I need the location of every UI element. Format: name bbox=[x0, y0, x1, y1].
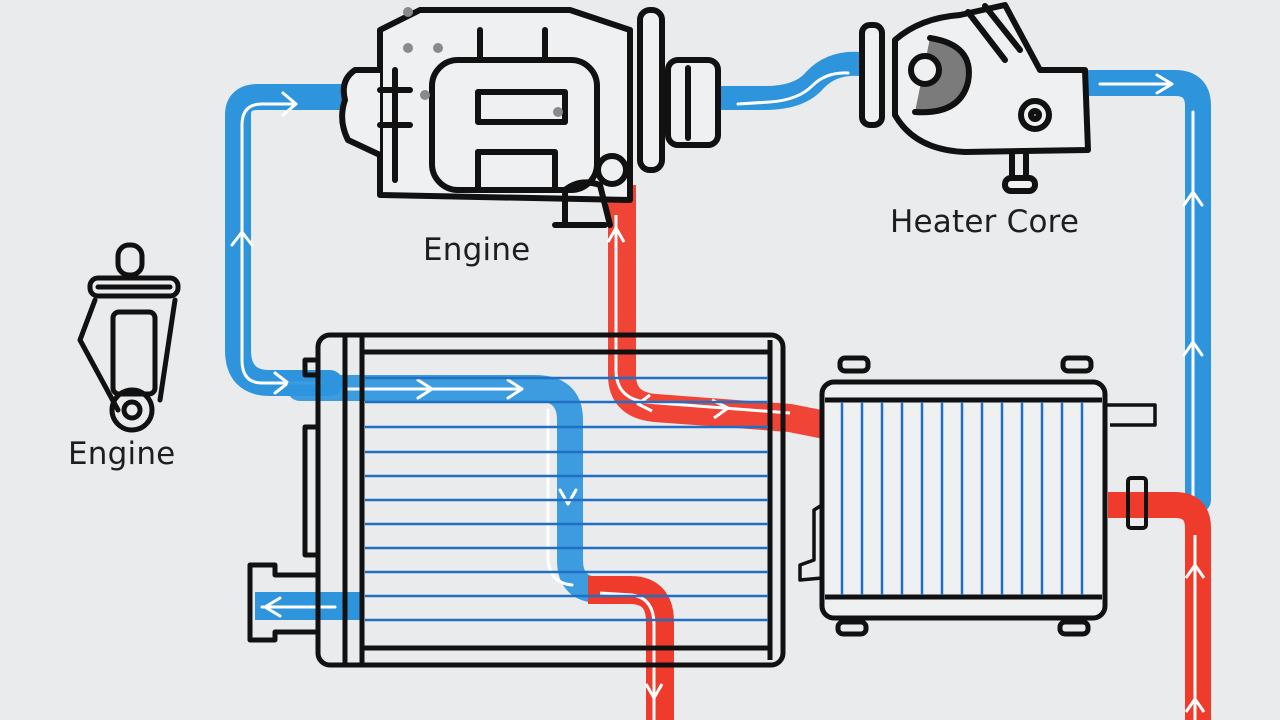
flow-arrow-icon bbox=[1182, 190, 1204, 207]
flow-arrow-icon bbox=[1184, 697, 1206, 713]
hot-pipe-bottom bbox=[588, 576, 674, 720]
radiator-fins-vertical bbox=[840, 402, 1084, 595]
main-radiator bbox=[247, 332, 786, 668]
hot-pipe-right bbox=[1108, 492, 1211, 720]
flow-arrow-icon bbox=[506, 378, 524, 400]
flow-arrow-icon bbox=[230, 230, 254, 247]
engine-label-top: Engine bbox=[423, 232, 531, 268]
flow-arrow-icon bbox=[281, 91, 298, 117]
flow-arrow-icon bbox=[1184, 563, 1206, 579]
engine-label-left: Engine bbox=[68, 436, 176, 472]
hot-coolant-pipes bbox=[588, 185, 1211, 720]
flow-arrow-icon bbox=[263, 596, 282, 618]
flow-arrow-icon bbox=[636, 393, 653, 413]
secondary-radiator bbox=[798, 355, 1157, 637]
cool-pipe-heater-return bbox=[1077, 70, 1211, 513]
heater-core-label: Heater Core bbox=[890, 204, 1080, 240]
cool-pipe-engine-to-heater bbox=[718, 51, 861, 110]
thermostat-pump-icon bbox=[77, 242, 181, 433]
flow-arrow-icon bbox=[644, 683, 664, 700]
flow-arrow-icon bbox=[558, 488, 578, 506]
flow-arrow-icon bbox=[606, 226, 626, 243]
radiator-fins bbox=[365, 376, 768, 622]
water-pump-icon bbox=[859, 2, 1091, 194]
flow-arrow-icon bbox=[1155, 73, 1174, 95]
cool-pipe-left-loop bbox=[225, 84, 358, 396]
flow-arrow-icon bbox=[416, 378, 434, 400]
engine-block-icon bbox=[339, 7, 721, 228]
flow-arrow-icon bbox=[1182, 340, 1204, 357]
cool-pipe-radiator-inlet bbox=[287, 375, 613, 603]
